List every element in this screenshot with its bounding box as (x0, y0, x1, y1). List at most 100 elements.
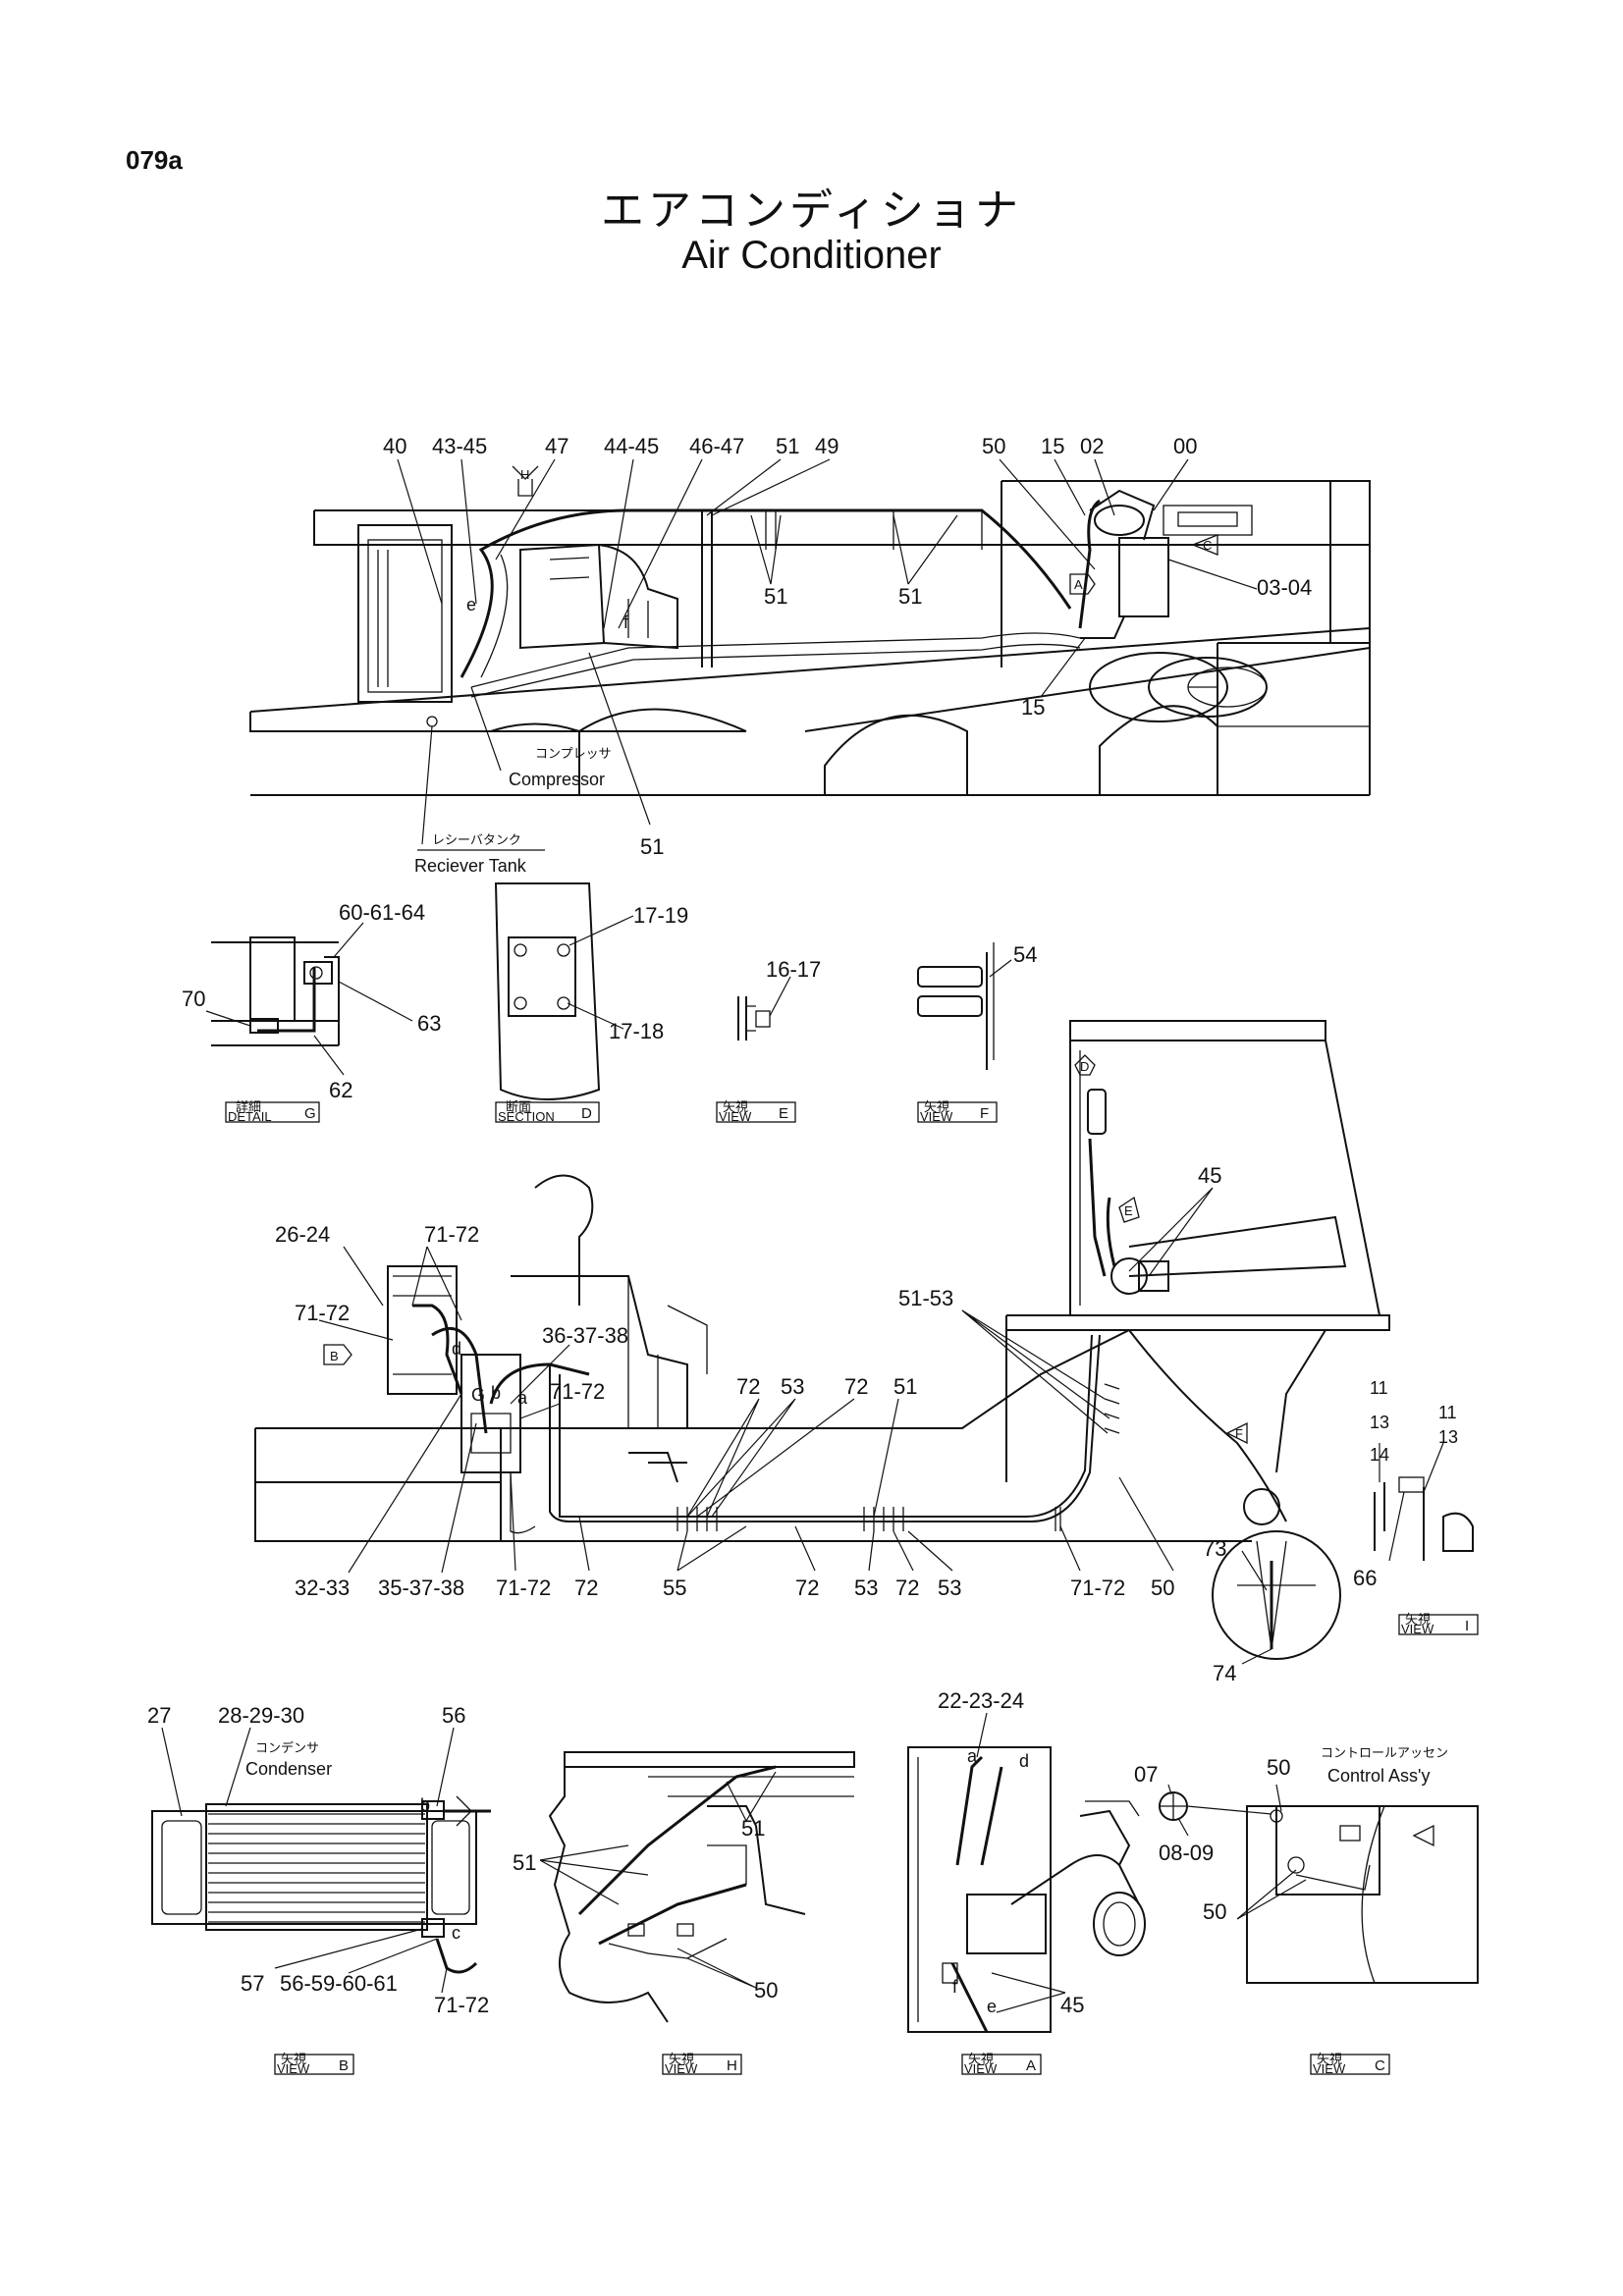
callout-51-mid-a: 51 (764, 584, 787, 609)
svg-text:SECTION: SECTION (498, 1109, 555, 1124)
view-b-callout-27: 27 (147, 1703, 171, 1728)
view-c-callout-07: 07 (1134, 1762, 1158, 1787)
svg-text:H: H (520, 467, 529, 482)
svg-text:DETAIL: DETAIL (228, 1109, 272, 1124)
svg-text:G: G (304, 1105, 316, 1122)
receiver-tank-label-jp: レシーバタンク (432, 832, 521, 847)
svg-text:d: d (452, 1339, 461, 1359)
detail-g-callout-63: 63 (417, 1011, 441, 1036)
view-b-callout-56-59-60-61: 56-59-60-61 (280, 1971, 398, 1996)
piping-view: B D E F d b a G (254, 1020, 1390, 1665)
view-marker-c-arrow: C (1191, 534, 1218, 556)
callout-46-47: 46-47 (689, 434, 744, 458)
svg-text:a: a (517, 1388, 528, 1408)
callout-51-top: 51 (776, 434, 799, 458)
svg-text:I: I (1465, 1618, 1469, 1634)
view-f-caption: 矢視 VIEW F (917, 1099, 998, 1124)
view-c (1159, 1784, 1479, 1984)
view-a-caption: 矢視 VIEW A (961, 2052, 1042, 2076)
svg-text:E: E (1124, 1203, 1133, 1218)
page-title-english: Air Conditioner (681, 234, 942, 277)
callout-71-72-d: 71-72 (496, 1575, 551, 1600)
callout-71-72-a: 71-72 (424, 1222, 479, 1247)
svg-text:C: C (1203, 538, 1212, 553)
view-a-callout-45: 45 (1060, 1993, 1084, 2017)
callout-49: 49 (815, 434, 839, 458)
svg-text:A: A (1074, 577, 1083, 592)
svg-text:断面: 断面 (506, 1099, 531, 1114)
view-a: a d f e (907, 1712, 1146, 2033)
view-c-callout-50-a: 50 (1267, 1755, 1290, 1780)
view-i-callout-11-b: 11 (1438, 1403, 1457, 1422)
callout-00: 00 (1173, 434, 1197, 458)
svg-text:VIEW: VIEW (920, 1109, 953, 1124)
section-d-callout-17-19: 17-19 (633, 903, 688, 928)
compressor-label: Compressor (509, 770, 605, 789)
callout-45-pipe: 45 (1198, 1163, 1221, 1188)
svg-text:f: f (952, 1977, 958, 1997)
detail-g-callout-60-61-64: 60-61-64 (339, 900, 425, 925)
svg-text:b: b (420, 1795, 430, 1815)
view-i-callout-66: 66 (1353, 1566, 1377, 1590)
callout-15-top: 15 (1041, 434, 1064, 458)
view-marker-h-arrow: H (512, 465, 539, 497)
view-f (917, 942, 1012, 1070)
svg-text:D: D (581, 1105, 592, 1122)
detail-g-callout-70: 70 (182, 987, 205, 1011)
view-i-callout-13-a: 13 (1370, 1413, 1389, 1432)
svg-text:矢視: 矢視 (281, 2052, 306, 2066)
callout-55: 55 (663, 1575, 686, 1600)
callout-36-37-38: 36-37-38 (542, 1323, 628, 1348)
callout-51-mid-b: 51 (898, 584, 922, 609)
view-marker-f-arrow: F (1225, 1421, 1248, 1445)
callout-71-72-e: 71-72 (1070, 1575, 1125, 1600)
svg-text:b: b (491, 1383, 501, 1403)
svg-text:B: B (339, 2057, 349, 2074)
detail-g-callout-62: 62 (329, 1078, 352, 1102)
svg-text:VIEW: VIEW (277, 2061, 310, 2076)
svg-text:a: a (967, 1746, 978, 1766)
svg-text:F: F (980, 1105, 989, 1122)
callout-47: 47 (545, 434, 568, 458)
svg-text:VIEW: VIEW (1401, 1622, 1434, 1636)
svg-text:矢視: 矢視 (1405, 1612, 1431, 1627)
view-e-callout-16-17: 16-17 (766, 957, 821, 982)
view-c-callout-08-09: 08-09 (1159, 1841, 1214, 1865)
svg-text:矢視: 矢視 (1317, 2052, 1342, 2066)
view-i (1374, 1442, 1474, 1562)
callout-32-33: 32-33 (295, 1575, 350, 1600)
svg-text:E: E (779, 1105, 788, 1122)
view-c-callout-50-b: 50 (1203, 1899, 1226, 1924)
view-b-caption: 矢視 VIEW B (274, 2052, 354, 2076)
svg-text:矢視: 矢視 (924, 1099, 949, 1114)
callout-74: 74 (1213, 1661, 1236, 1685)
svg-text:矢視: 矢視 (669, 2052, 694, 2066)
svg-text:VIEW: VIEW (719, 1109, 752, 1124)
svg-text:VIEW: VIEW (665, 2061, 698, 2076)
view-i-callout-14: 14 (1370, 1445, 1389, 1465)
view-b-callout-71-72: 71-72 (434, 1993, 489, 2017)
callout-72-e: 72 (895, 1575, 919, 1600)
view-b-callout-56: 56 (442, 1703, 465, 1728)
svg-text:e: e (466, 595, 476, 614)
svg-text:A: A (1026, 2057, 1036, 2074)
svg-text:c: c (452, 1923, 460, 1943)
view-marker-a-arrow: A (1069, 573, 1096, 595)
callout-72-b: 72 (844, 1374, 868, 1399)
callout-72-a: 72 (736, 1374, 760, 1399)
callout-53-a: 53 (781, 1374, 804, 1399)
view-b-condenser: b c (151, 1727, 491, 1994)
callout-71-72-b: 71-72 (295, 1301, 350, 1325)
view-a-callout-22-23-24: 22-23-24 (938, 1688, 1024, 1713)
svg-text:F: F (1235, 1426, 1243, 1441)
svg-text:G: G (471, 1385, 485, 1405)
view-h-callout-51-a: 51 (741, 1816, 765, 1841)
svg-text:C: C (1375, 2057, 1385, 2074)
control-assy-label: Control Ass'y (1327, 1766, 1430, 1786)
callout-51-pipe: 51 (893, 1374, 917, 1399)
svg-text:D: D (1080, 1059, 1089, 1074)
view-i-callout-13-b: 13 (1438, 1427, 1458, 1447)
control-assy-label-jp: コントロールアッセン (1321, 1745, 1448, 1760)
callout-40: 40 (383, 434, 406, 458)
